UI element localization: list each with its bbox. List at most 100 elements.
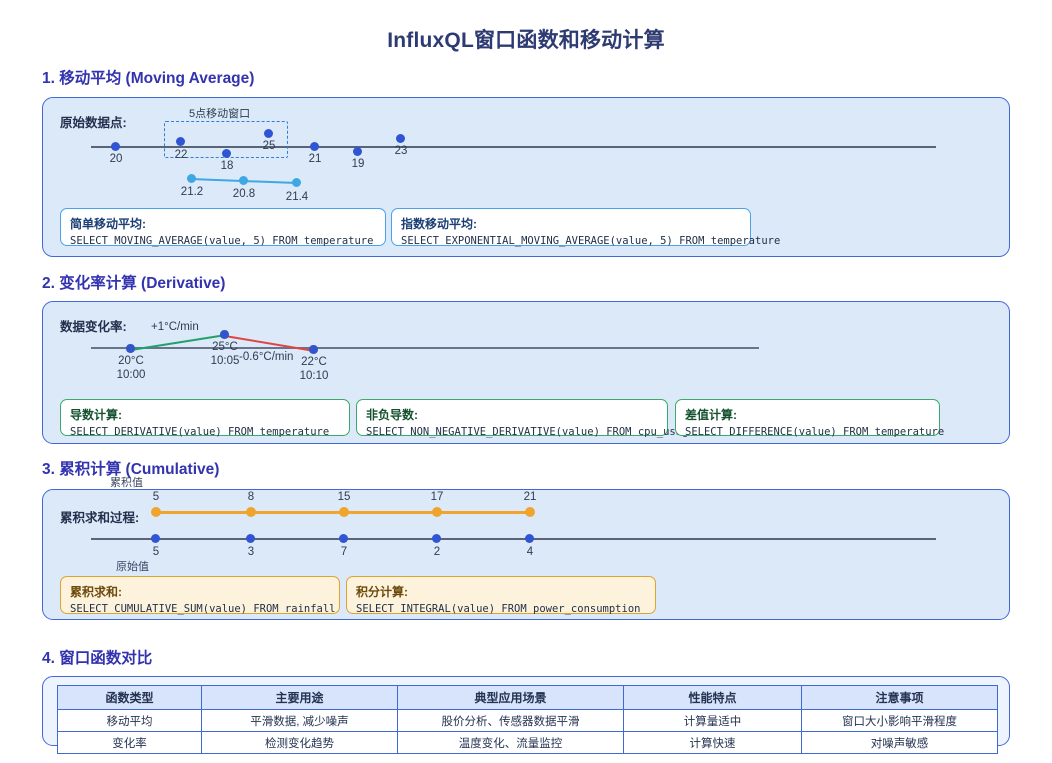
section-heading-1: 1. 移动平均 (Moving Average): [42, 70, 255, 87]
raw-point-2: [222, 149, 231, 158]
cumulative-point-2: [339, 507, 349, 517]
section-2-axis: [91, 347, 759, 349]
table-cell-1-4: 对噪声敏感: [801, 731, 998, 754]
raw-value-2: 18: [220, 160, 234, 172]
cumulative-raw-point-2: [339, 534, 348, 543]
table-row: 移动平均 平滑数据, 减少噪声 股价分析、传感器数据平滑 计算量适中 窗口大小影…: [57, 709, 998, 732]
code-box-title: 指数移动平均:: [401, 217, 477, 231]
table-cell-1-1: 检测变化趋势: [201, 731, 398, 754]
ma-point-0: [187, 174, 196, 183]
ma-line-segment-1: [242, 180, 298, 185]
table-header-cell-3: 性能特点: [623, 685, 802, 710]
raw-value-6: 23: [394, 145, 408, 157]
raw-point-4: [310, 142, 319, 151]
cumulative-raw-value-2: 7: [340, 546, 348, 558]
cumulative-point-1: [246, 507, 256, 517]
table-row: 变化率 检测变化趋势 温度变化、流量监控 计算快速 对噪声敏感: [57, 731, 998, 754]
section-3-panel: 累积求和过程: 5 8 15 17 21 5 3 7 2 4 原始值 累积求和:…: [42, 489, 1010, 620]
section-3-axis: [91, 538, 936, 540]
cumulative-point-4: [525, 507, 535, 517]
code-box-sql: SELECT DIFFERENCE(value) FROM temperatur…: [685, 426, 945, 438]
cumulative-raw-point-3: [432, 534, 441, 543]
table-cell-1-0: 变化率: [57, 731, 202, 754]
table-header-cell-4: 注意事项: [801, 685, 998, 710]
comparison-table: 函数类型 主要用途 典型应用场景 性能特点 注意事项 移动平均 平滑数据, 减少…: [57, 685, 998, 754]
cumulative-raw-value-1: 3: [247, 546, 255, 558]
code-box-sql: SELECT DERIVATIVE(value) FROM temperatur…: [70, 426, 330, 438]
code-box-title: 积分计算:: [356, 585, 408, 599]
derivative-point-1: [220, 330, 229, 339]
raw-value-0: 20: [109, 153, 123, 165]
derivative-label: 数据变化率:: [60, 320, 127, 334]
derivative-point-time-1: 10:05: [210, 355, 240, 367]
code-box-sql: SELECT NON_NEGATIVE_DERIVATIVE(value) FR…: [366, 426, 695, 438]
cumulative-point-3: [432, 507, 442, 517]
raw-point-5: [353, 147, 362, 156]
ma-value-1: 20.8: [232, 188, 256, 200]
code-box-simple-moving-average: 简单移动平均: SELECT MOVING_AVERAGE(value, 5) …: [60, 208, 386, 247]
code-box-integral: 积分计算: SELECT INTEGRAL(value) FROM power_…: [346, 576, 656, 615]
code-box-derivative: 导数计算: SELECT DERIVATIVE(value) FROM temp…: [60, 399, 350, 438]
raw-value-4: 21: [308, 153, 322, 165]
raw-value-3: 25: [262, 140, 276, 152]
cumulative-raw-point-1: [246, 534, 255, 543]
ma-point-2: [292, 178, 301, 187]
derivative-point-0: [126, 344, 135, 353]
derivative-point-label-2: 22°C 10:10: [288, 355, 340, 383]
code-box-title: 累积求和:: [70, 585, 122, 599]
raw-data-label: 原始数据点:: [60, 116, 127, 130]
table-header-cell-1: 主要用途: [201, 685, 398, 710]
cumulative-value-1: 8: [247, 491, 255, 503]
cumulative-value-2: 15: [337, 491, 351, 503]
code-box-title: 导数计算:: [70, 408, 122, 422]
cumulative-caption: 累积值: [110, 477, 143, 489]
table-header-row: 函数类型 主要用途 典型应用场景 性能特点 注意事项: [57, 685, 998, 710]
code-box-sql: SELECT EXPONENTIAL_MOVING_AVERAGE(value,…: [401, 235, 781, 247]
derivative-point-value-1: 25°C: [212, 341, 238, 353]
cumulative-raw-value-4: 4: [526, 546, 534, 558]
cumulative-label: 累积求和过程:: [60, 511, 140, 525]
code-box-exponential-moving-average: 指数移动平均: SELECT EXPONENTIAL_MOVING_AVERAG…: [391, 208, 781, 247]
table-cell-1-3: 计算快速: [623, 731, 802, 754]
derivative-point-2: [309, 345, 318, 354]
ma-point-1: [239, 176, 248, 185]
code-box-title: 非负导数:: [366, 408, 418, 422]
comparison-table-panel: 函数类型 主要用途 典型应用场景 性能特点 注意事项 移动平均 平滑数据, 减少…: [42, 676, 1010, 754]
ma-value-2: 21.4: [285, 191, 309, 203]
code-box-sql: SELECT MOVING_AVERAGE(value, 5) FROM tem…: [70, 235, 374, 247]
code-box-sql: SELECT INTEGRAL(value) FROM power_consum…: [356, 603, 641, 615]
table-cell-0-0: 移动平均: [57, 709, 202, 732]
raw-point-6: [396, 134, 405, 143]
section-heading-2: 2. 变化率计算 (Derivative): [42, 275, 226, 292]
rate-label-1: -0.6°C/min: [239, 351, 294, 363]
cumulative-value-3: 17: [430, 491, 444, 503]
code-box-cumulative-sum: 累积求和: SELECT CUMULATIVE_SUM(value) FROM …: [60, 576, 340, 615]
table-cell-0-1: 平滑数据, 减少噪声: [201, 709, 398, 732]
derivative-point-label-0: 20°C 10:00: [105, 354, 157, 382]
cumulative-raw-value-0: 5: [152, 546, 160, 558]
cumulative-raw-point-0: [151, 534, 160, 543]
cumulative-raw-value-3: 2: [433, 546, 441, 558]
raw-value-1: 22: [174, 149, 188, 161]
section-1-panel: 原始数据点: 5点移动窗口 20 22 18 25 21 19 23 21.2 …: [42, 97, 1010, 257]
table-cell-0-2: 股价分析、传感器数据平滑: [397, 709, 624, 732]
table-cell-0-3: 计算量适中: [623, 709, 802, 732]
rate-label-0: +1°C/min: [151, 321, 199, 333]
cumulative-value-0: 5: [152, 491, 160, 503]
derivative-point-value-2: 22°C: [301, 356, 327, 368]
page-title: InfluxQL窗口函数和移动计算: [387, 29, 665, 52]
code-box-sql: SELECT CUMULATIVE_SUM(value) FROM rainfa…: [70, 603, 336, 615]
code-box-difference: 差值计算: SELECT DIFFERENCE(value) FROM temp…: [675, 399, 945, 438]
raw-point-0: [111, 142, 120, 151]
code-box-title: 差值计算:: [685, 408, 737, 422]
cumulative-point-0: [151, 507, 161, 517]
cumulative-value-4: 21: [523, 491, 537, 503]
derivative-point-time-2: 10:10: [299, 370, 329, 382]
raw-value-5: 19: [351, 158, 365, 170]
section-1-axis: [91, 146, 936, 148]
table-cell-1-2: 温度变化、流量监控: [397, 731, 624, 754]
table-header-cell-0: 函数类型: [57, 685, 202, 710]
section-heading-4: 4. 窗口函数对比: [42, 650, 153, 667]
derivative-point-label-1: 25°C 10:05: [199, 340, 251, 368]
